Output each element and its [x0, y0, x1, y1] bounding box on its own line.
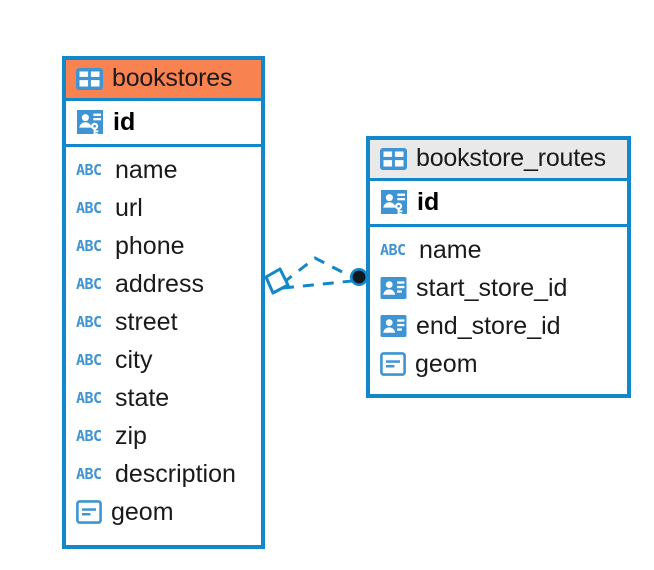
field-row-address[interactable]: ABC address: [66, 265, 261, 303]
abc-text-icon: ABC: [76, 236, 102, 255]
primary-key-row-bookstore-routes-id[interactable]: id: [370, 178, 627, 227]
field-label: geom: [415, 349, 478, 378]
field-row-phone[interactable]: ABC phone: [66, 227, 261, 265]
primary-key-card-icon: [76, 108, 104, 136]
abc-text-icon: ABC: [76, 350, 102, 369]
table-grid-icon: [380, 147, 407, 170]
field-row-end-store-id[interactable]: end_store_id: [370, 307, 627, 345]
field-label: url: [115, 193, 143, 222]
primary-key-card-icon: [380, 188, 408, 216]
field-label: end_store_id: [416, 311, 561, 340]
entity-header-bookstores[interactable]: bookstores: [66, 60, 261, 98]
field-row-name[interactable]: ABC name: [370, 231, 627, 269]
field-row-url[interactable]: ABC url: [66, 189, 261, 227]
field-row-geom[interactable]: geom: [370, 345, 627, 383]
relationship-edge-end-store-id: [282, 279, 353, 290]
geometry-icon: [76, 500, 102, 524]
field-label: address: [115, 269, 204, 298]
entity-table-bookstores[interactable]: bookstores id: [62, 56, 265, 549]
field-label: zip: [115, 421, 147, 450]
foreign-key-icon: [380, 276, 407, 300]
abc-text-icon: ABC: [380, 240, 406, 259]
field-row-name[interactable]: ABC name: [66, 151, 261, 189]
abc-text-icon: ABC: [76, 312, 102, 331]
diamond-marker: [264, 267, 290, 295]
field-label: name: [419, 235, 482, 264]
table-grid-icon: [76, 67, 103, 90]
entity-table-bookstore-routes[interactable]: bookstore_routes id: [366, 136, 631, 398]
field-list-bookstore-routes: ABC name start_store_id: [370, 227, 627, 388]
entity-title: bookstores: [112, 64, 233, 92]
field-label: city: [115, 345, 153, 374]
field-row-description[interactable]: ABC description: [66, 455, 261, 493]
abc-text-icon: ABC: [76, 388, 102, 407]
abc-text-icon: ABC: [76, 160, 102, 179]
primary-key-row-bookstores-id[interactable]: id: [66, 98, 261, 147]
field-label: street: [115, 307, 178, 336]
field-row-zip[interactable]: ABC zip: [66, 417, 261, 455]
field-row-geom[interactable]: geom: [66, 493, 261, 531]
field-label: start_store_id: [416, 273, 568, 302]
field-label: geom: [111, 497, 174, 526]
primary-key-label: id: [417, 187, 440, 216]
field-row-start-store-id[interactable]: start_store_id: [370, 269, 627, 307]
entity-title: bookstore_routes: [416, 144, 606, 172]
field-label: name: [115, 155, 178, 184]
foreign-key-icon: [380, 314, 407, 338]
relationship-edge-start-store-id: [282, 256, 353, 285]
field-list-bookstores: ABC name ABC url ABC phone ABC address A…: [66, 147, 261, 536]
abc-text-icon: ABC: [76, 198, 102, 217]
abc-text-icon: ABC: [76, 426, 102, 445]
abc-text-icon: ABC: [76, 464, 102, 483]
primary-key-label: id: [113, 107, 136, 136]
field-label: state: [115, 383, 170, 412]
abc-text-icon: ABC: [76, 274, 102, 293]
field-label: description: [115, 459, 236, 488]
field-label: phone: [115, 231, 185, 260]
geometry-icon: [380, 352, 406, 376]
field-row-street[interactable]: ABC street: [66, 303, 261, 341]
field-row-city[interactable]: ABC city: [66, 341, 261, 379]
entity-header-bookstore-routes[interactable]: bookstore_routes: [370, 140, 627, 178]
field-row-state[interactable]: ABC state: [66, 379, 261, 417]
